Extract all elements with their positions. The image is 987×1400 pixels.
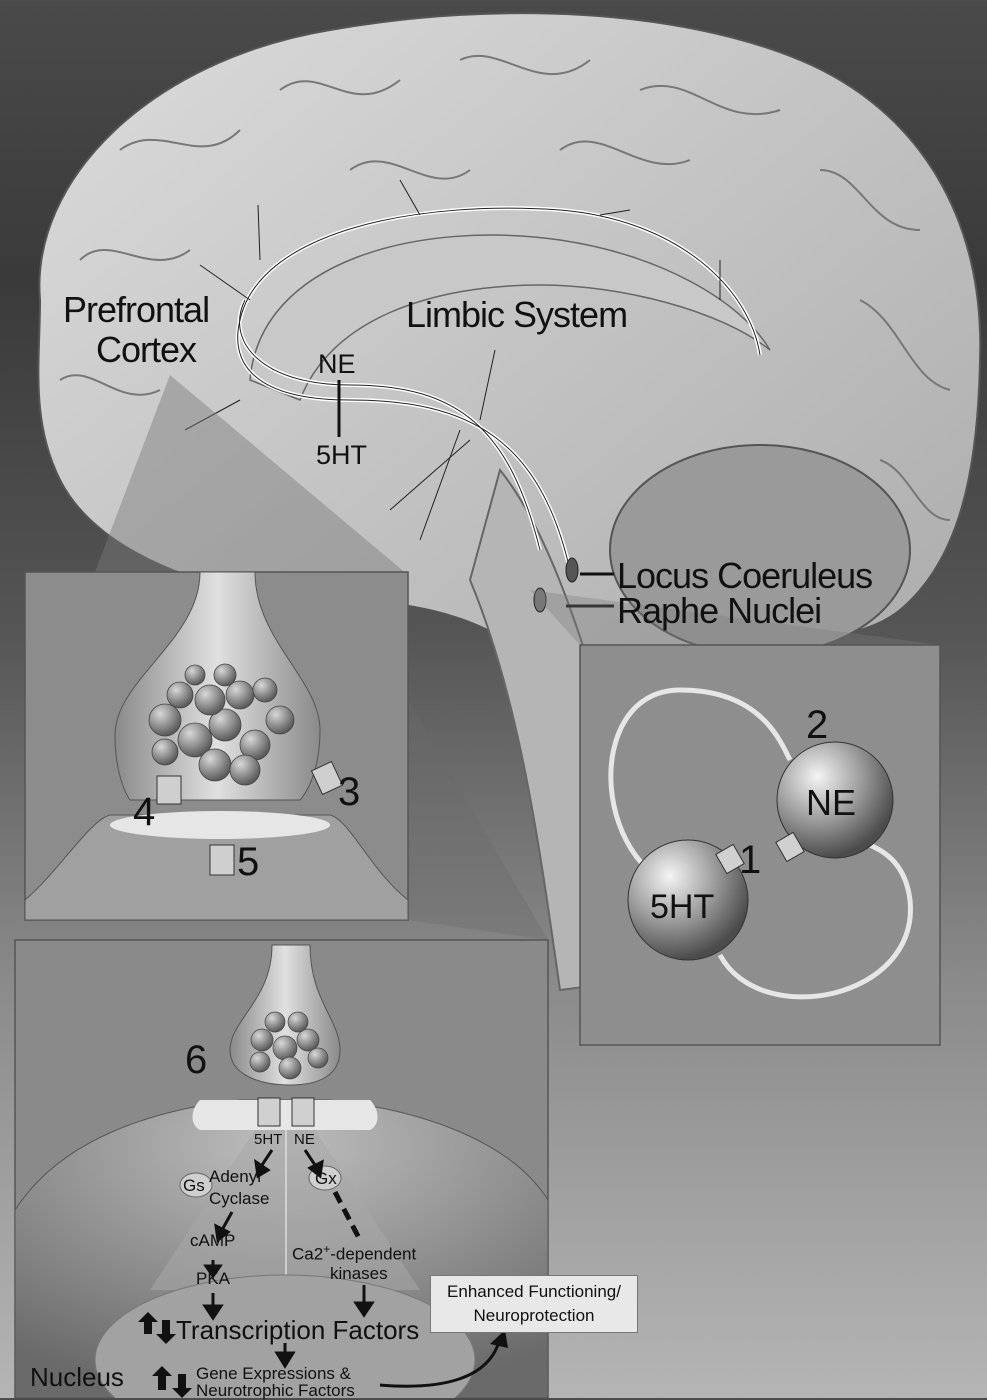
adenyl-label-1: Adenyl bbox=[209, 1168, 261, 1185]
ne-cell-label: NE bbox=[806, 785, 856, 821]
label-1: 1 bbox=[739, 840, 761, 880]
gx-label: Gx bbox=[315, 1170, 337, 1187]
gene-label-2: Neurotrophic Factors bbox=[196, 1382, 355, 1399]
nucleus-label: Nucleus bbox=[30, 1364, 124, 1390]
locus-coeruleus-label: Locus Coeruleus bbox=[617, 558, 872, 594]
pka-label: PKA bbox=[196, 1270, 230, 1287]
label-2: 2 bbox=[806, 705, 828, 745]
kinases-label: kinases bbox=[330, 1265, 388, 1282]
ne-tract-label: NE bbox=[318, 351, 356, 378]
camp-label: cAMP bbox=[190, 1232, 235, 1249]
5ht-tract-label: 5HT bbox=[316, 442, 367, 469]
ne-receptor-label: NE bbox=[294, 1132, 315, 1147]
ca-label: Ca2+-dependent bbox=[292, 1243, 416, 1263]
label-5: 5 bbox=[237, 842, 259, 882]
limbic-label: Limbic System bbox=[406, 297, 627, 333]
label-3: 3 bbox=[338, 772, 360, 812]
prefrontal-label-2: Cortex bbox=[96, 332, 196, 368]
transcription-label: Transcription Factors bbox=[176, 1317, 419, 1343]
enhanced-label-1: Enhanced Functioning/ bbox=[431, 1280, 637, 1304]
label-6: 6 bbox=[185, 1040, 207, 1080]
gs-label: Gs bbox=[183, 1177, 205, 1194]
adenyl-label-2: Cyclase bbox=[209, 1190, 269, 1207]
5ht-cell-label: 5HT bbox=[650, 890, 714, 924]
label-4: 4 bbox=[133, 792, 155, 832]
enhanced-functioning-box: Enhanced Functioning/ Neuroprotection bbox=[430, 1275, 638, 1333]
raphe-nuclei-label: Raphe Nuclei bbox=[617, 593, 821, 629]
ca-text: Ca2 bbox=[292, 1245, 323, 1264]
5ht-receptor-label: 5HT bbox=[254, 1132, 282, 1147]
prefrontal-label-1: Prefrontal bbox=[63, 292, 209, 328]
gene-label-1: Gene Expressions & bbox=[196, 1365, 351, 1382]
ca-dependent-text: -dependent bbox=[330, 1245, 416, 1264]
enhanced-label-2: Neuroprotection bbox=[431, 1304, 637, 1328]
